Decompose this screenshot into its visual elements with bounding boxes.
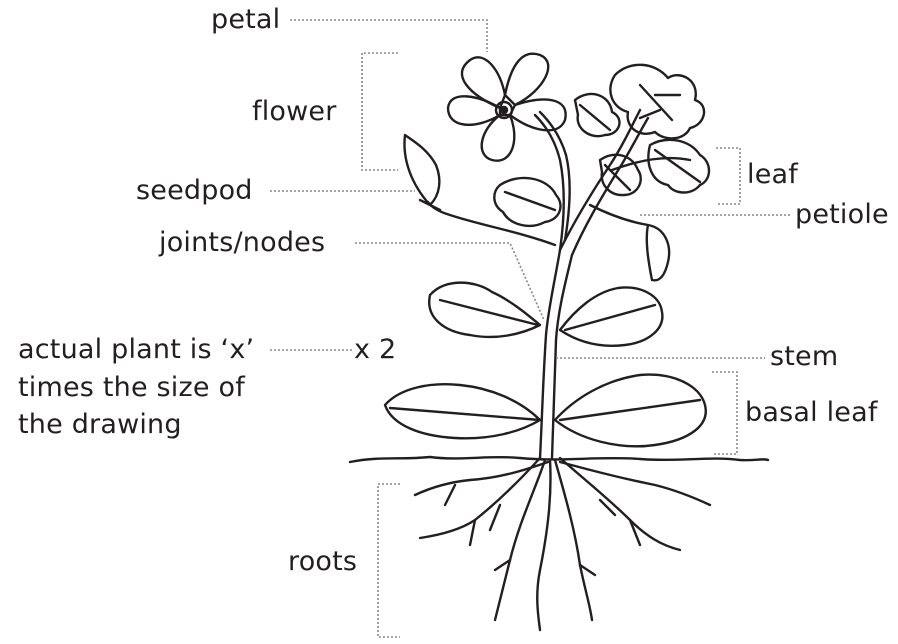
lower-left-leaf [429, 283, 540, 337]
top-leaf-cluster [575, 65, 704, 139]
label-petiole: petiole [795, 200, 889, 230]
roots-drawing [415, 458, 710, 630]
right-leaf [648, 140, 709, 193]
seedpod-stalk [428, 202, 555, 245]
small-right-leaf [600, 155, 641, 195]
scale-note-line-2: times the size of [18, 373, 245, 403]
roots-leader [378, 484, 400, 637]
petiole-branch [590, 205, 648, 225]
basal-leaf-leader [712, 372, 737, 454]
lower-right-leaf [560, 287, 662, 345]
leaf-leader [716, 148, 740, 204]
main-stem [540, 250, 572, 458]
label-roots: roots [288, 547, 357, 577]
label-stem: stem [770, 342, 838, 372]
label-basal-leaf: basal leaf [745, 398, 878, 428]
flower-leader [362, 53, 398, 170]
label-flower: flower [252, 97, 337, 127]
label-petal: petal [211, 5, 280, 35]
scale-value: x 2 [354, 335, 396, 365]
scale-note-line-1: actual plant is ‘x’ [18, 335, 254, 365]
scale-note-line-3: the drawing [18, 410, 182, 440]
basal-leaf-right [555, 375, 706, 447]
petal-leader [290, 20, 487, 52]
seedpod-drawing [404, 135, 440, 210]
mid-left-leaf [494, 178, 560, 226]
flower-drawing [448, 54, 566, 161]
label-seedpod: seedpod [136, 176, 253, 206]
basal-leaf-left [385, 384, 540, 438]
label-joints-nodes: joints/nodes [159, 228, 325, 258]
petiole-leaf [647, 225, 669, 280]
joints-leader [355, 243, 544, 320]
label-leaf: leaf [747, 160, 798, 190]
